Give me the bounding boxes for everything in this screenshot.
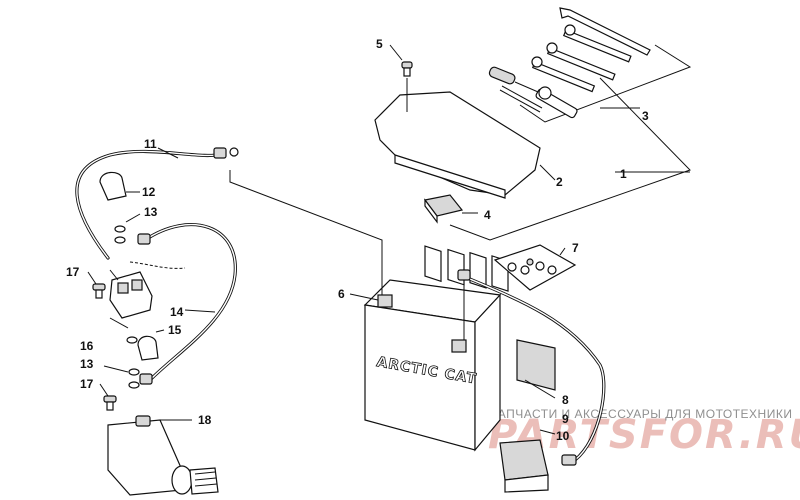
- screw-5: [389, 44, 413, 112]
- wrench-1: [562, 24, 632, 63]
- wrench-3: [531, 56, 596, 93]
- watermark-tagline: ЗАПЧАСТИ И АКСЕССУАРЫ ДЛЯ МОТОТЕХНИКИ: [490, 407, 792, 421]
- callout-18: 18: [198, 413, 212, 427]
- callout-8: 8: [562, 393, 569, 407]
- starter-motor-18: [107, 415, 219, 496]
- assembly-bracket-3: [519, 44, 692, 123]
- callout-10: 10: [556, 429, 570, 443]
- callout-13-lower: 13: [80, 357, 94, 371]
- callout-7: 7: [572, 241, 579, 255]
- callout-1: 1: [620, 167, 627, 181]
- terminal-boot-15: [137, 329, 165, 361]
- callout-3: 3: [642, 109, 649, 123]
- callout-13-upper: 13: [144, 205, 158, 219]
- nut-13-lower: [103, 336, 140, 389]
- callout-12: 12: [142, 185, 156, 199]
- callout-16: 16: [80, 339, 94, 353]
- callout-14: 14: [170, 305, 184, 319]
- wrench-2: [546, 42, 616, 81]
- starter-solenoid-16: [109, 261, 186, 329]
- battery-cable-11: [75, 147, 383, 295]
- callout-4: 4: [484, 208, 491, 222]
- nut-13-upper: [114, 213, 141, 244]
- callout-2: 2: [556, 175, 563, 189]
- tool-kit: [488, 7, 651, 119]
- foam-block-10: [499, 429, 556, 493]
- terminal-boot-12: [99, 171, 140, 201]
- hardware-kit-7: [493, 244, 577, 291]
- tray-compartments: [424, 245, 509, 292]
- assembly-bracket-1: [449, 77, 691, 241]
- battery-terminal-positive: [451, 339, 467, 353]
- battery-terminal-negative: [377, 294, 393, 308]
- callout-11: 11: [144, 137, 157, 151]
- callout-5: 5: [376, 37, 383, 51]
- callout-17-lower: 17: [80, 377, 94, 391]
- bolt-17-lower: [99, 383, 117, 411]
- bolt-17-upper: [87, 271, 106, 299]
- starter-cable-14: [137, 223, 237, 385]
- extension-bar: [499, 85, 543, 113]
- socket-wrench: [535, 86, 578, 119]
- callout-15: 15: [168, 323, 182, 337]
- callout-17-upper: 17: [66, 265, 80, 279]
- positive-cable: [457, 269, 606, 466]
- foam-pad-4: [423, 194, 478, 224]
- callout-6: 6: [338, 287, 345, 301]
- callout-9: 9: [562, 412, 569, 426]
- battery-6: ARCTIC CAT: [349, 279, 502, 452]
- battery-pad-8: [516, 339, 556, 399]
